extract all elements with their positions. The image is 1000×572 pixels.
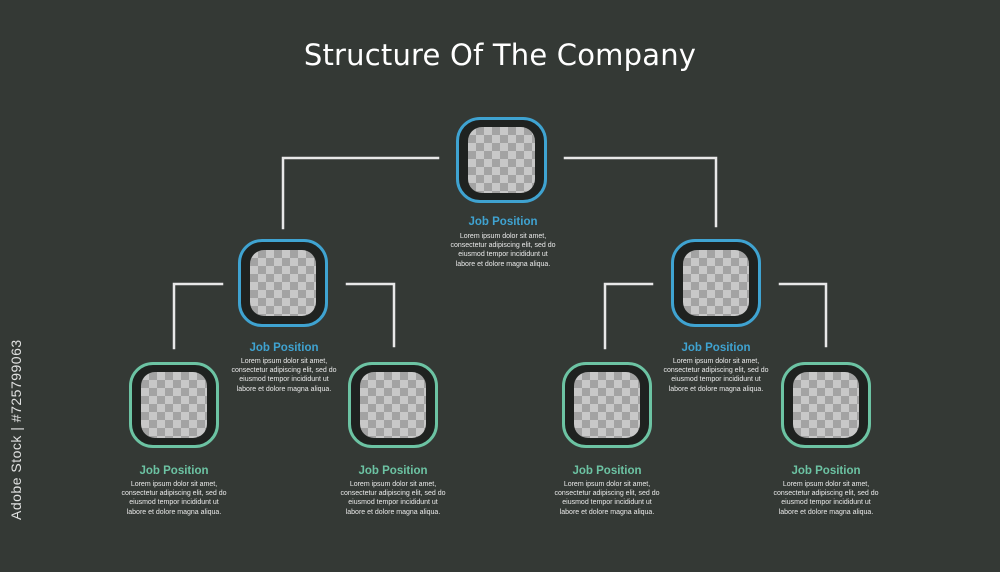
photo-placeholder — [360, 372, 426, 438]
job-position-label: Job Position — [139, 465, 209, 477]
connector-midright-leaf4 — [778, 282, 828, 348]
job-position-label: Job Position — [791, 465, 861, 477]
job-description: Lorem ipsum dolor sit amet, consectetur … — [663, 358, 769, 393]
job-position-label: Job Position — [681, 342, 751, 354]
job-description: Lorem ipsum dolor sit amet, consectetur … — [773, 481, 879, 516]
connector-root-left — [281, 156, 440, 230]
photo-placeholder — [250, 250, 316, 316]
connector-midleft-leaf2 — [345, 282, 396, 348]
job-description: Lorem ipsum dolor sit amet, consectetur … — [231, 358, 337, 393]
connector-root-right — [563, 156, 718, 228]
job-description: Lorem ipsum dolor sit amet, consectetur … — [121, 481, 227, 516]
connector-midright-leaf3 — [603, 282, 654, 350]
job-position-label: Job Position — [358, 465, 428, 477]
photo-placeholder — [468, 127, 535, 193]
job-position-label: Job Position — [468, 216, 538, 228]
stock-watermark: Adobe Stock | #725799063 — [8, 339, 24, 520]
connector-midleft-leaf1 — [172, 282, 224, 350]
job-description: Lorem ipsum dolor sit amet, consectetur … — [450, 233, 556, 268]
photo-placeholder — [793, 372, 859, 438]
job-position-label: Job Position — [572, 465, 642, 477]
job-description: Lorem ipsum dolor sit amet, consectetur … — [340, 481, 446, 516]
photo-placeholder — [141, 372, 207, 438]
chart-title: Structure Of The Company — [303, 38, 697, 72]
photo-placeholder — [574, 372, 640, 438]
job-description: Lorem ipsum dolor sit amet, consectetur … — [554, 481, 660, 516]
job-position-label: Job Position — [249, 342, 319, 354]
photo-placeholder — [683, 250, 749, 316]
